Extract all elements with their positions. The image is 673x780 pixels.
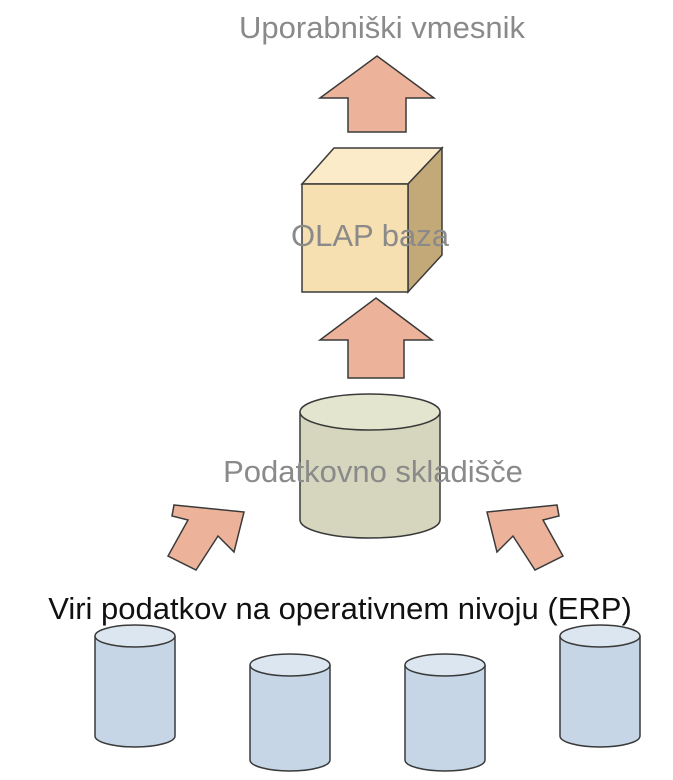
database-cylinder-icon xyxy=(249,653,331,772)
database-cylinder-icon xyxy=(299,393,441,539)
database-cylinder-icon xyxy=(94,624,176,748)
up-arrow-icon xyxy=(317,297,435,379)
up-arrow-icon xyxy=(486,504,565,571)
cube-icon xyxy=(300,146,444,294)
label-olap: OLAP baza xyxy=(291,218,450,253)
label-user-interface: Uporabniški vmesnik xyxy=(239,10,525,45)
database-cylinder-icon xyxy=(559,624,641,748)
up-arrow-icon xyxy=(166,504,245,571)
database-cylinder-icon xyxy=(404,653,486,772)
label-warehouse: Podatkovno skladišče xyxy=(223,454,523,489)
label-sources: Viri podatkov na operativnem nivoju (ERP… xyxy=(48,591,632,626)
up-arrow-icon xyxy=(317,55,437,133)
